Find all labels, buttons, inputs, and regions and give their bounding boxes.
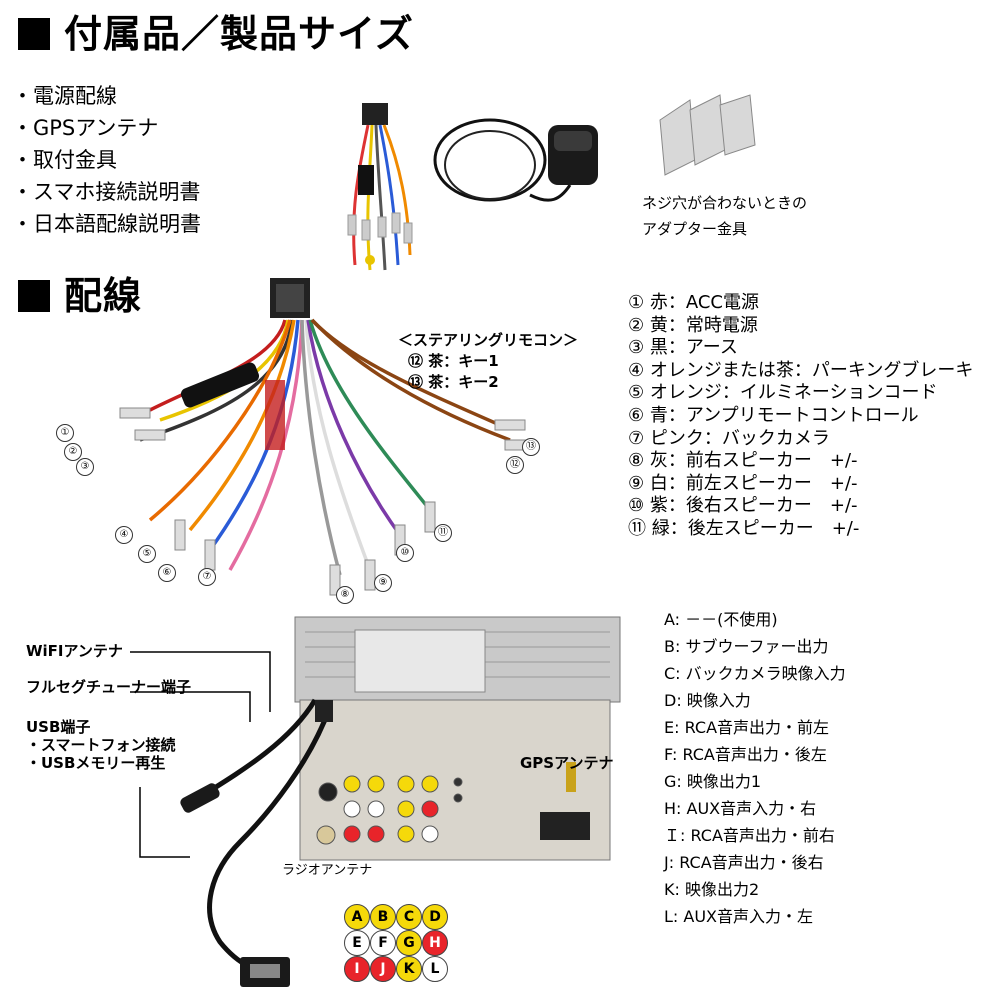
heading-square-icon (18, 18, 50, 50)
connector-legend-item: J: RCA音声出力・後右 (664, 853, 824, 872)
steering-item: ⑫ 茶：キー1 (408, 352, 499, 370)
steering-item: ⑬ 茶：キー2 (408, 373, 499, 391)
wire-legend-item: ⑪ 緑：後左スピーカー +/- (628, 517, 860, 539)
connector-letter-e: E (344, 930, 370, 956)
accessories-title: 付属品／製品サイズ (64, 12, 414, 56)
connector-letter-c: C (396, 904, 422, 930)
adapter-caption: ネジ穴が合わないときの アダプター金具 (642, 190, 807, 242)
wire-legend-item: ④ オレンジまたは茶：パーキングブレーキ (628, 359, 974, 381)
wire-number-2: ② (64, 443, 82, 461)
wiring-title: 配線 (64, 274, 143, 318)
usb-label: USB端子 ・スマートフォン接続 ・USBメモリー再生 (26, 718, 176, 772)
accessory-item: ・電源配線 (12, 84, 117, 108)
wire-number-13: ⑬ (522, 438, 540, 456)
gps-antenna-label: GPSアンテナ (520, 754, 614, 772)
connector-legend-item: B: サブウーファー出力 (664, 637, 829, 656)
heading-square-icon (18, 280, 50, 312)
connector-legend-item: C: バックカメラ映像入力 (664, 664, 846, 683)
wire-number-11: ⑪ (434, 524, 452, 542)
connector-legend-item: F: RCA音声出力・後左 (664, 745, 827, 764)
adapter-caption-line: アダプター金具 (642, 220, 748, 238)
wire-number-1: ① (56, 424, 74, 442)
connector-letter-d: D (422, 904, 448, 930)
wire-number-3: ③ (76, 458, 94, 476)
wire-number-5: ⑤ (138, 545, 156, 563)
connector-legend-item: Ｉ: RCA音声出力・前右 (664, 826, 835, 845)
wire-color-legend: ① 赤：ACC電源 ② 黄：常時電源 ③ 黒：アース ④ オレンジまたは茶：パー… (628, 292, 973, 541)
connector-legend-item: K: 映像出力2 (664, 880, 760, 899)
connector-letter-j: J (370, 956, 396, 982)
wire-legend-item: ⑧ 灰：前右スピーカー +/- (628, 450, 858, 472)
radio-antenna-label: ラジオアンテナ (282, 863, 373, 878)
connector-letter-b: B (370, 904, 396, 930)
wire-number-6: ⑥ (158, 564, 176, 582)
connector-letter-h: H (422, 930, 448, 956)
wire-number-4: ④ (115, 526, 133, 544)
connector-legend-item: A: －－(不使用) (664, 610, 778, 629)
wifi-antenna-label: WiFIアンテナ (26, 642, 123, 660)
connector-legend-item: D: 映像入力 (664, 691, 751, 710)
wire-number-9: ⑨ (374, 574, 392, 592)
wire-legend-item: ② 黄：常時電源 (628, 314, 758, 336)
steering-title: ＜ステアリングリモコン＞ (398, 331, 579, 349)
wire-legend-item: ⑩ 紫：後右スピーカー +/- (628, 495, 858, 517)
wire-number-8: ⑧ (336, 586, 354, 604)
wire-legend-item: ③ 黒：アース (628, 337, 738, 359)
connector-letter-k: K (396, 956, 422, 982)
gps-antenna-image (433, 118, 598, 202)
accessory-item: ・スマホ接続説明書 (12, 180, 201, 204)
connector-letter-a: A (344, 904, 370, 930)
wire-legend-item: ⑦ ピンク：バックカメラ (628, 427, 830, 449)
connector-letter-g: G (396, 930, 422, 956)
connector-legend-item: L: AUX音声入力・左 (664, 907, 814, 926)
adapter-caption-line: ネジ穴が合わないときの (642, 194, 808, 212)
connector-legend: A: －－(不使用) B: サブウーファー出力 C: バックカメラ映像入力 D:… (664, 606, 846, 930)
accessory-item: ・GPSアンテナ (12, 116, 159, 140)
connector-legend-item: H: AUX音声入力・右 (664, 799, 817, 818)
wire-legend-item: ① 赤：ACC電源 (628, 292, 759, 313)
wire-legend-item: ⑤ オレンジ：イルミネーションコード (628, 382, 938, 404)
wire-legend-item: ⑨ 白：前左スピーカー +/- (628, 472, 858, 494)
fullseg-tuner-label: フルセグチューナー端子 (26, 678, 192, 696)
connector-legend-item: E: RCA音声出力・前左 (664, 718, 830, 737)
wiring-heading: 配線 (18, 276, 142, 316)
accessories-heading: 付属品／製品サイズ (18, 14, 414, 54)
wire-legend-item: ⑥ 青：アンプリモートコントロール (628, 404, 919, 426)
wire-number-10: ⑩ (396, 544, 414, 562)
usb-smartphone: ・スマートフォン接続 (26, 736, 176, 754)
wiring-harness-diagram (119, 278, 536, 596)
connector-letter-i: I (344, 956, 370, 982)
connector-legend-item: G: 映像出力1 (664, 772, 762, 791)
connector-letter-f: F (370, 930, 396, 956)
rear-unit-diagram (130, 616, 621, 987)
accessory-item: ・日本語配線説明書 (12, 212, 201, 236)
accessory-item: ・取付金具 (12, 148, 117, 172)
accessories-list: ・電源配線 ・GPSアンテナ ・取付金具 ・スマホ接続説明書 ・日本語配線説明書 (12, 80, 201, 240)
usb-memory: ・USBメモリー再生 (26, 754, 166, 772)
bracket-image (659, 94, 756, 176)
wire-number-12: ⑫ (506, 456, 524, 474)
wire-number-7: ⑦ (198, 568, 216, 586)
connector-letter-l: L (422, 956, 448, 982)
power-harness-image (347, 103, 413, 271)
steering-remote-legend: ＜ステアリングリモコン＞ ⑫ 茶：キー1 ⑬ 茶：キー2 (398, 330, 578, 393)
usb-title: USB端子 (26, 718, 91, 736)
